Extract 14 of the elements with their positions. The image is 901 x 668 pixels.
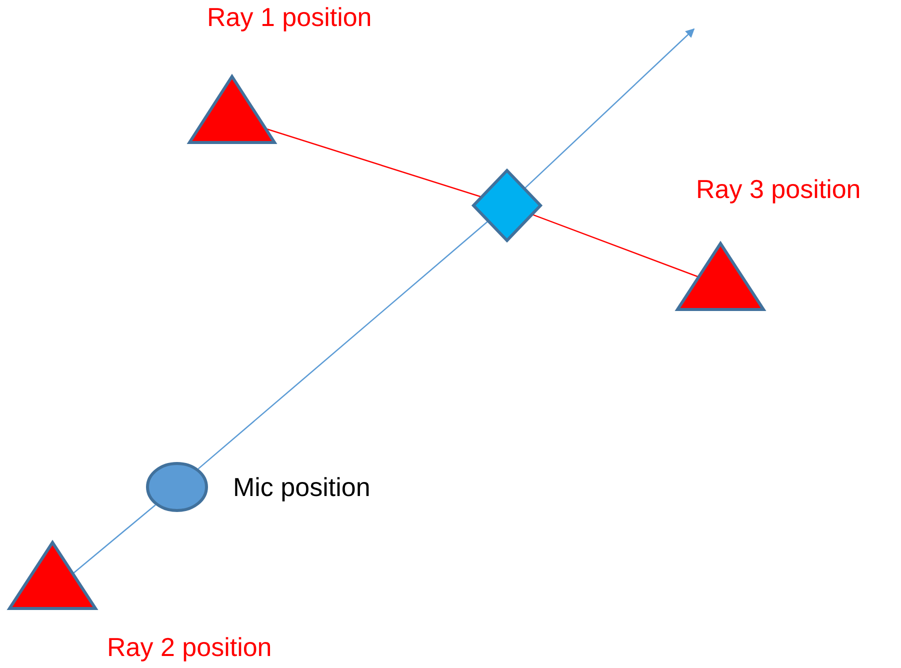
diamond-marker — [472, 169, 542, 242]
circle-marker — [146, 462, 208, 512]
triangle-marker — [676, 242, 765, 311]
arrow — [524, 28, 695, 188]
triangle-marker — [188, 75, 276, 144]
connector-line — [198, 221, 488, 470]
position-label: Mic position — [233, 474, 370, 500]
position-label: Ray 3 position — [696, 176, 861, 202]
triangle-marker — [8, 541, 97, 610]
connector-line — [72, 504, 156, 574]
position-label: Ray 2 position — [107, 634, 272, 660]
position-label: Ray 1 position — [207, 4, 372, 30]
connector-line — [266, 128, 481, 198]
connector-line — [532, 214, 698, 278]
